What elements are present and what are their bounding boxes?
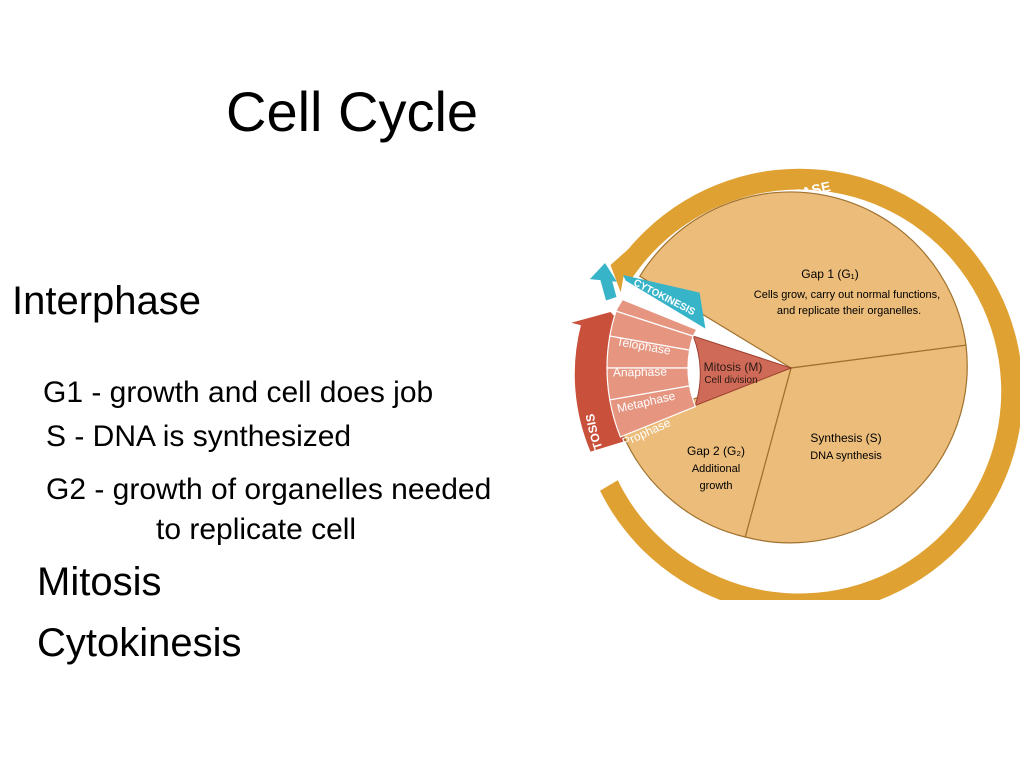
mitosis-center-line1: Cell division bbox=[704, 375, 757, 386]
mitosis-center-text: Mitosis (M) Cell division bbox=[704, 360, 763, 386]
g1-description: G1 - growth and cell does job bbox=[43, 376, 434, 409]
synthesis-text: Synthesis (S) DNA synthesis bbox=[810, 431, 882, 462]
interphase-pie bbox=[617, 191, 968, 544]
gap1-line2: and replicate their organelles. bbox=[777, 305, 921, 317]
g2-description-continued: to replicate cell bbox=[156, 513, 357, 546]
telophase-band bbox=[615, 298, 698, 337]
interphase-arrowhead bbox=[610, 249, 629, 293]
s-description: S - DNA is synthesized bbox=[46, 420, 352, 453]
interphase-heading: Interphase bbox=[12, 279, 202, 323]
synthesis-title: Synthesis (S) bbox=[810, 431, 881, 445]
gap1-text: Gap 1 (G₁) Cells grow, carry out normal … bbox=[754, 267, 940, 317]
mitosis-phase-label: Anaphase bbox=[613, 365, 668, 380]
synthesis-sector bbox=[744, 344, 968, 544]
cytokinesis-arrowhead bbox=[589, 263, 617, 282]
gap1-title: Gap 1 (G₁) bbox=[801, 267, 858, 281]
gap2-title: Gap 2 (G₂) bbox=[687, 444, 745, 458]
synthesis-line1: DNA synthesis bbox=[810, 450, 882, 462]
mitosis-center bbox=[692, 335, 793, 407]
gap2-text: Gap 2 (G₂) Additional growth bbox=[687, 444, 745, 492]
slide-title: Cell Cycle bbox=[226, 80, 479, 143]
mitosis-phase-band bbox=[609, 385, 697, 438]
cytokinesis-banner-shape bbox=[623, 275, 706, 329]
cytokinesis-arrow bbox=[589, 263, 617, 301]
mitosis-heading: Mitosis bbox=[37, 560, 162, 604]
mitosis-phase-bands bbox=[606, 310, 697, 438]
g2-description: G2 - growth of organelles needed bbox=[46, 473, 492, 506]
gap2-line2: growth bbox=[699, 480, 732, 492]
gap2-line1: Additional bbox=[692, 463, 740, 475]
mitosis-center-title: Mitosis (M) bbox=[704, 360, 763, 374]
mitosis-wedge bbox=[615, 298, 793, 407]
cytokinesis-heading: Cytokinesis bbox=[37, 621, 242, 665]
cell-cycle-diagram: INTERPHASE MITOSIS Telophase Anaphase Me… bbox=[571, 168, 1020, 600]
gap1-line1: Cells grow, carry out normal functions, bbox=[754, 289, 940, 301]
gap1-sector bbox=[638, 191, 967, 369]
